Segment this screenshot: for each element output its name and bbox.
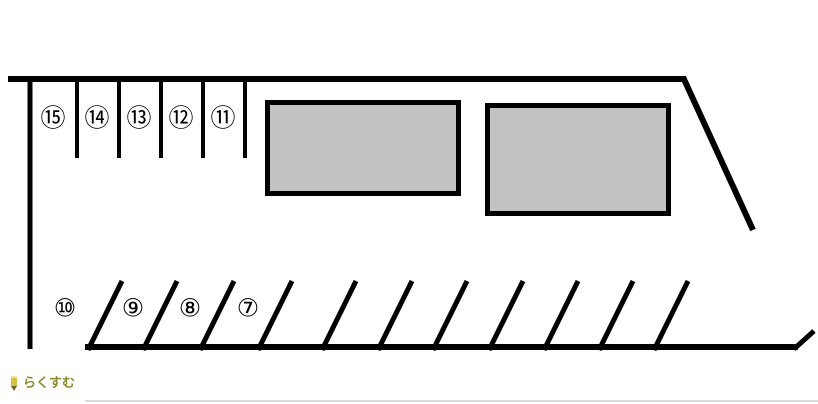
building-1 — [265, 100, 461, 196]
space-number-13: ⑬ — [126, 103, 152, 133]
building-2 — [485, 103, 671, 216]
space-number-7: ⑦ — [236, 293, 260, 323]
boundary-bottom-end-tick — [792, 329, 816, 351]
space-number-11: ⑪ — [210, 103, 236, 133]
space-number-12: ⑫ — [168, 103, 194, 133]
space-number-10: ⑩ — [53, 293, 77, 323]
site-logo-text: らくすむ — [23, 376, 76, 391]
site-logo[interactable]: らくすむ — [8, 376, 75, 391]
space-number-9: ⑨ — [121, 293, 145, 323]
boundary-right-diagonal — [680, 75, 756, 232]
space-number-15: ⑮ — [40, 103, 66, 133]
space-number-14: ⑭ — [84, 103, 110, 133]
space-number-8: ⑧ — [178, 293, 202, 323]
pencil-icon — [11, 376, 17, 391]
top-stall-dividers — [75, 80, 247, 158]
bottom-stall-dividers — [85, 279, 691, 352]
